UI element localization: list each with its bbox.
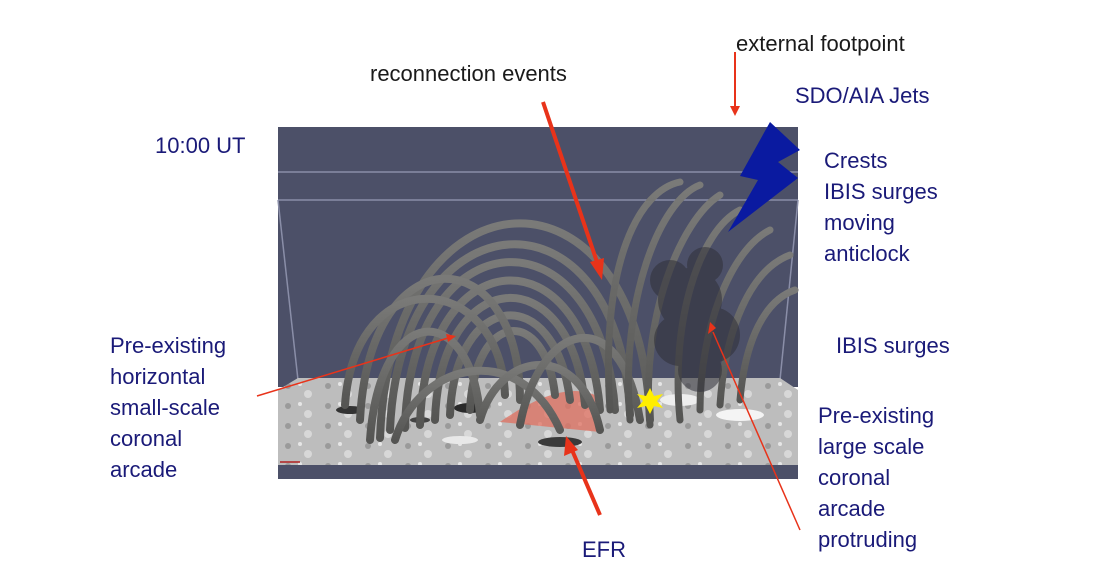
large-arcade-line: Pre-existing	[818, 403, 935, 428]
large-arcade-line: coronal	[818, 465, 891, 490]
small-arcade-line: Pre-existing	[110, 333, 227, 358]
efr-label: EFR	[582, 537, 626, 562]
small-arcade-line: coronal	[110, 426, 183, 451]
pointer-large-arcade	[708, 322, 801, 531]
small-arcade-label: Pre-existing horizontal small-scale coro…	[110, 330, 226, 485]
large-arcade-line: protruding	[818, 527, 918, 552]
surge-cloud	[650, 247, 740, 392]
reconnection-events-label: reconnection events	[370, 61, 567, 86]
small-arcade-line: horizontal	[110, 364, 206, 389]
large-arcade-line: arcade	[818, 496, 886, 521]
arrow-reconnection	[541, 101, 604, 280]
small-arcade-line: small-scale	[110, 395, 221, 420]
arrow-external-footpoint	[730, 52, 740, 116]
ibis-surges-label: IBIS surges	[836, 333, 950, 358]
crests-label: Crests IBIS surges moving anticlock	[824, 145, 938, 269]
jet-bolt	[728, 122, 800, 232]
crests-line: moving	[824, 210, 895, 235]
external-footpoint-label: external footpoint	[736, 31, 905, 56]
sdo-aia-jets-label: SDO/AIA Jets	[795, 83, 930, 108]
box-floor-edge	[278, 465, 798, 479]
reconnection-star	[637, 388, 663, 414]
large-arcade-line: large scale	[818, 434, 925, 459]
small-arcade-line: arcade	[110, 457, 178, 482]
crests-line: IBIS surges	[824, 179, 938, 204]
crests-line: anticlock	[824, 241, 910, 266]
large-arcade-label: Pre-existing large scale coronal arcade …	[818, 400, 934, 555]
arrow-efr	[564, 436, 602, 516]
crests-line: Crests	[824, 148, 888, 173]
time-label: 10:00 UT	[155, 133, 246, 158]
pointer-small-arcade	[256, 334, 456, 397]
field-line-arcade	[341, 219, 654, 444]
